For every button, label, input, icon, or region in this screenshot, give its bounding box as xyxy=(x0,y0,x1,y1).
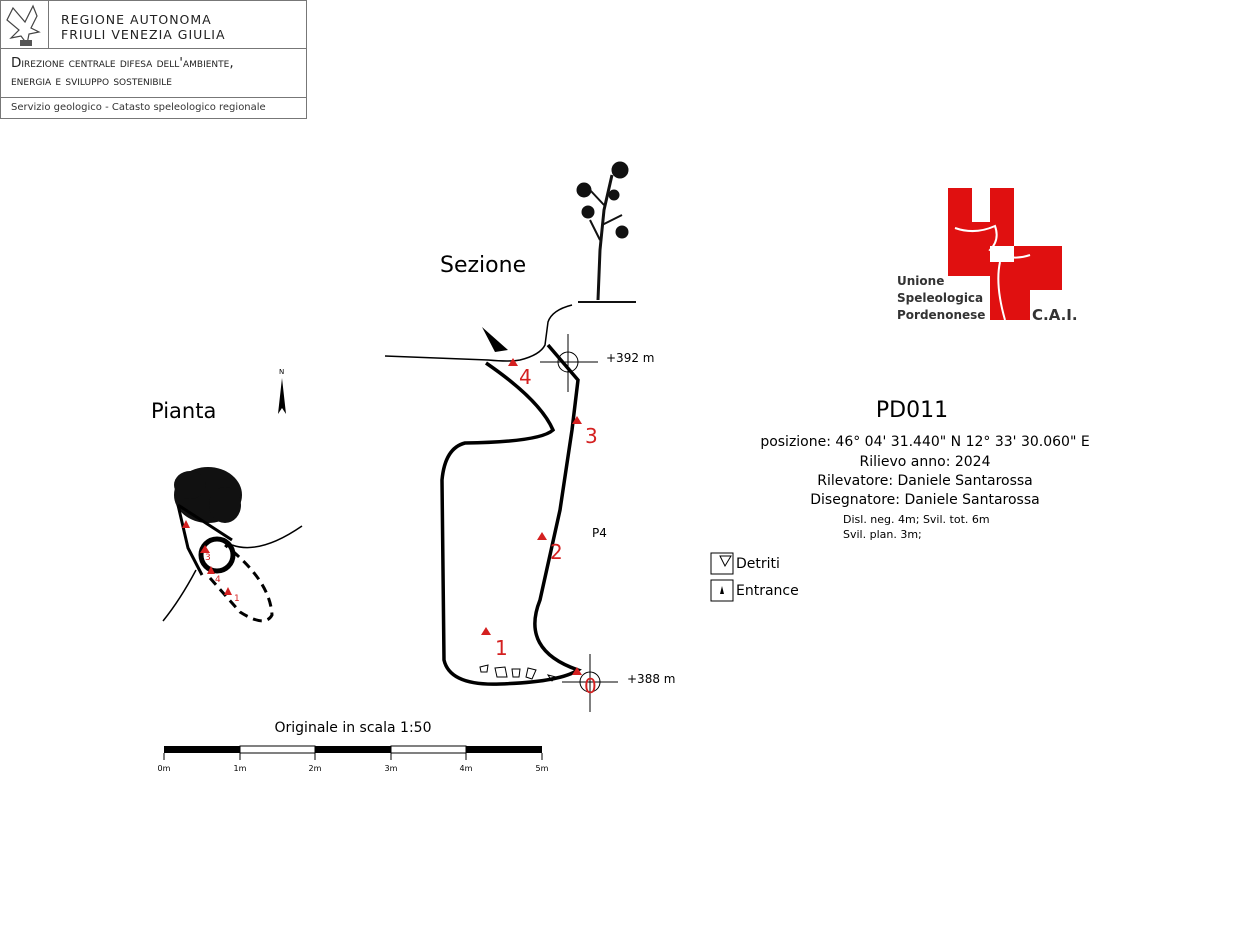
service-name: Servizio geologico - Catasto speleologic… xyxy=(11,102,266,113)
eagle-emblem-icon xyxy=(6,4,41,46)
legend-label: Entrance xyxy=(736,583,799,599)
elevation-marker-top xyxy=(540,334,598,392)
region-header: Regione Autonoma Friuli Venezia Giulia D… xyxy=(0,0,307,119)
scale-title: Originale in scala 1:50 xyxy=(275,720,432,736)
cave-stats-1: Disl. neg. 4m; Svil. tot. 6m xyxy=(843,513,990,526)
region-name-line2: Friuli Venezia Giulia xyxy=(61,27,226,42)
logo-text-line3: Pordenonese xyxy=(897,308,985,322)
direction-line1: Direzione centrale difesa dell'ambiente, xyxy=(11,55,234,71)
logo-text-line1: Unione xyxy=(897,274,944,288)
scale-tick: 5m xyxy=(536,764,549,773)
scale-tick: 0m xyxy=(158,764,171,773)
scale-tick: 1m xyxy=(234,764,247,773)
station-label: 3 xyxy=(585,424,598,448)
debris-blocks xyxy=(479,664,557,682)
tree-icon xyxy=(576,161,636,303)
survey-year: Rilievo anno: 2024 xyxy=(860,454,991,470)
entrance-icon xyxy=(710,579,734,602)
cave-stats-2: Svil. plan. 3m; xyxy=(843,528,922,541)
pitch-label: P4 xyxy=(592,526,607,540)
section-title: Sezione xyxy=(440,253,526,278)
plan-title: Pianta xyxy=(151,399,216,423)
plan-station-label: 4 xyxy=(215,575,221,585)
legend-label: Detriti xyxy=(736,556,780,572)
direction-line2: energia e sviluppo sostenibile xyxy=(11,73,172,89)
plan-station-label: 1 xyxy=(234,594,240,604)
region-name-line1: Regione Autonoma xyxy=(61,12,212,27)
logo-cai: C.A.I. xyxy=(1032,306,1078,324)
cave-info: PD011 posizione: 46° 04' 31.440" N 12° 3… xyxy=(760,398,1089,541)
elevation-marker-bottom xyxy=(562,654,618,712)
scale-tick: 2m xyxy=(309,764,322,773)
plan-station-label: 3 xyxy=(205,553,211,563)
station-label: 2 xyxy=(550,540,563,564)
station-label: 1 xyxy=(495,636,508,660)
cave-position: posizione: 46° 04' 31.440" N 12° 33' 30.… xyxy=(760,434,1089,450)
station-label: 0 xyxy=(584,674,597,698)
cave-code: PD011 xyxy=(876,398,948,423)
station-label: 4 xyxy=(519,365,532,389)
legend: Detriti Entrance xyxy=(710,552,799,602)
north-label: N xyxy=(279,368,284,376)
surveyor: Rilevatore: Daniele Santarossa xyxy=(817,473,1033,489)
section-drawing: +392 m +388 m P4 0 1 2 3 4 xyxy=(384,304,675,712)
scale-tick: 4m xyxy=(460,764,473,773)
tree-canopy-icon xyxy=(174,467,242,523)
elevation-top-label: +392 m xyxy=(606,351,654,365)
usp-logo: Unione Speleologica Pordenonese C.A.I. xyxy=(897,188,1078,324)
north-arrow-icon: N xyxy=(278,368,286,414)
drafter: Disegnatore: Daniele Santarossa xyxy=(810,492,1039,508)
plan-drawing: 1 4 3 xyxy=(162,467,303,623)
scale-tick: 3m xyxy=(385,764,398,773)
scale-bar: Originale in scala 1:50 0m 1m 2m 3m 4m 5… xyxy=(158,720,549,773)
elevation-bottom-label: +388 m xyxy=(627,672,675,686)
debris-icon xyxy=(710,552,734,575)
station-markers xyxy=(481,358,582,675)
logo-text-line2: Speleologica xyxy=(897,291,983,305)
